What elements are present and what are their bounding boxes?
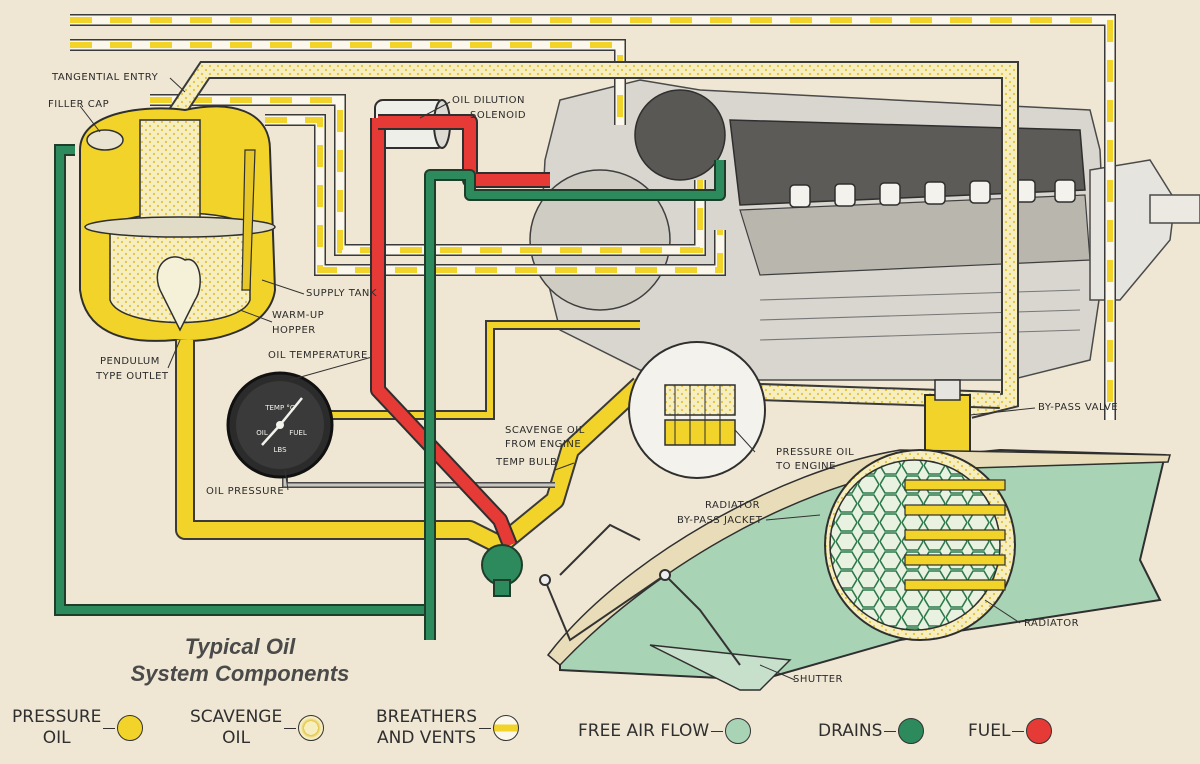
legend-text: DRAINS [818,720,883,741]
legend-line: BREATHERS [376,707,478,727]
shutter [649,644,792,691]
legend-breathers: BREATHERS AND VENTS [376,707,520,749]
label-bypass-valve: BY-PASS VALVE [1038,402,1119,413]
breather-lines [70,14,1116,420]
leader-lines [79,77,1036,681]
label-pressure-oil: PRESSURE OIL [776,447,855,458]
title-line-2: System Components [130,661,350,686]
legend-pressure-oil: PRESSURE OIL [12,707,144,749]
shutter-linkage [539,523,741,666]
pendulum-outlet [156,256,201,332]
label-to-engine: TO ENGINE [776,461,836,472]
label-from-engine: FROM ENGINE [505,439,582,450]
legend-text: FREE AIR FLOW [578,720,710,741]
prop-shaft [1149,194,1200,224]
legend-text: PRESSURE OIL [12,707,101,749]
oil-gauge: TEMP °C OIL FUEL LBS [226,371,334,479]
breathers-swatch [493,715,520,741]
diagram-title: Typical Oil System Components [105,633,375,687]
label-radiator-bypass: RADIATOR [705,500,761,511]
legend-text: FUEL [968,720,1011,741]
drain-lines [54,144,726,640]
scavenge-oil-swatch [298,715,325,741]
fuel-swatch [1026,718,1053,744]
label-tangential-entry: TANGENTIAL ENTRY [52,72,159,83]
gauge-bottom-label: LBS [273,446,287,454]
filler-cap [86,129,124,151]
legend-leader [1012,730,1025,732]
engine [529,79,1200,381]
gauge-left-label: OIL [256,429,268,437]
label-supply-tank: SUPPLY TANK [306,288,377,299]
label-hopper: HOPPER [272,325,316,336]
label-type-outlet: TYPE OUTLET [96,371,169,382]
legend-text: BREATHERS AND VENTS [376,707,477,749]
fuel-lines [370,114,550,548]
label-pendulum: PENDULUM [100,356,160,367]
legend-line: SCAVENGE [190,707,283,727]
legend-drains: DRAINS [818,718,925,744]
engine-cylinder-bank [729,119,1086,206]
label-solenoid: SOLENOID [470,110,527,121]
legend-leader [884,730,897,732]
drains-swatch [898,718,925,744]
exhaust-stacks [789,179,1076,208]
label-temp-bulb: TEMP BULB [496,457,558,468]
label-filler-cap: FILLER CAP [48,99,110,110]
supply-tank [79,105,277,342]
legend-text: SCAVENGE OIL [190,707,282,749]
legend-line: PRESSURE [12,707,102,727]
legend-leader [103,727,116,729]
drain-valve [481,544,523,597]
legend-fuel: FUEL [968,718,1053,744]
label-oil-pressure: OIL PRESSURE [206,486,285,497]
legend-leader [711,730,724,732]
legend-leader [479,727,492,729]
temp-bulb-line [282,470,555,488]
gauge-top-label: TEMP °C [264,404,295,412]
label-radiator: RADIATOR [1024,618,1080,629]
legend-leader [284,727,297,729]
title-line-1: Typical Oil [184,634,296,659]
gauge-right-label: FUEL [289,429,307,437]
legend-line: OIL [42,728,71,748]
pressure-oil-swatch [117,715,144,741]
reduction-gear [1089,159,1176,301]
label-oil-temperature: OIL TEMPERATURE [268,350,368,361]
radiator [824,449,1016,641]
label-scavenge-oil: SCAVENGE OIL [505,425,585,436]
legend-scavenge-oil: SCAVENGE OIL [190,707,325,749]
pump-detail [628,341,766,479]
label-shutter: SHUTTER [793,674,843,685]
label-oil-dilution: OIL DILUTION [452,95,526,106]
legend-free-air: FREE AIR FLOW [578,718,752,744]
free-air-swatch [725,718,752,744]
label-warm-up: WARM-UP [272,310,325,321]
label-bypass-jacket: BY-PASS JACKET [677,515,763,526]
legend-line: OIL [222,728,251,748]
legend-line: AND VENTS [376,728,477,748]
